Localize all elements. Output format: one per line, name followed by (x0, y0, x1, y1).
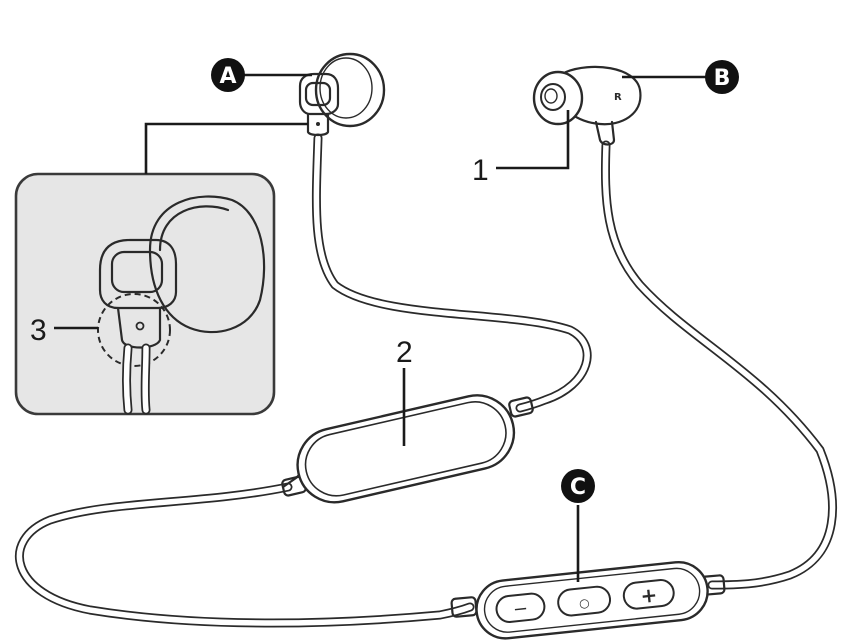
remote-control: − ○ + (450, 560, 726, 640)
right-earbud: R (532, 65, 642, 146)
label-3: 3 (30, 314, 47, 347)
detail-highlight-circle (97, 293, 171, 367)
badge-a: A (211, 58, 245, 92)
label-1: 1 (472, 154, 489, 187)
cable-left-earbud (311, 133, 592, 413)
center-symbol: ○ (578, 596, 590, 611)
badge-c-text: C (570, 475, 586, 500)
volume-up-button[interactable] (622, 579, 675, 610)
detail-inset (14, 122, 308, 416)
label-2: 2 (396, 336, 413, 369)
badge-b-text: B (714, 66, 731, 91)
battery-unit (281, 394, 534, 504)
minus-symbol: − (512, 598, 529, 620)
badge-c: C (561, 469, 595, 503)
badge-a-text: A (219, 64, 236, 89)
plus-symbol: + (639, 582, 658, 608)
left-earbud (298, 52, 386, 137)
cable-right-earbud (600, 140, 837, 590)
badge-b: B (705, 60, 739, 94)
right-ear-mark: R (614, 92, 622, 103)
play-pause-button[interactable] (557, 585, 612, 617)
volume-down-button[interactable] (495, 592, 546, 623)
cable-loop-lower (15, 482, 475, 628)
